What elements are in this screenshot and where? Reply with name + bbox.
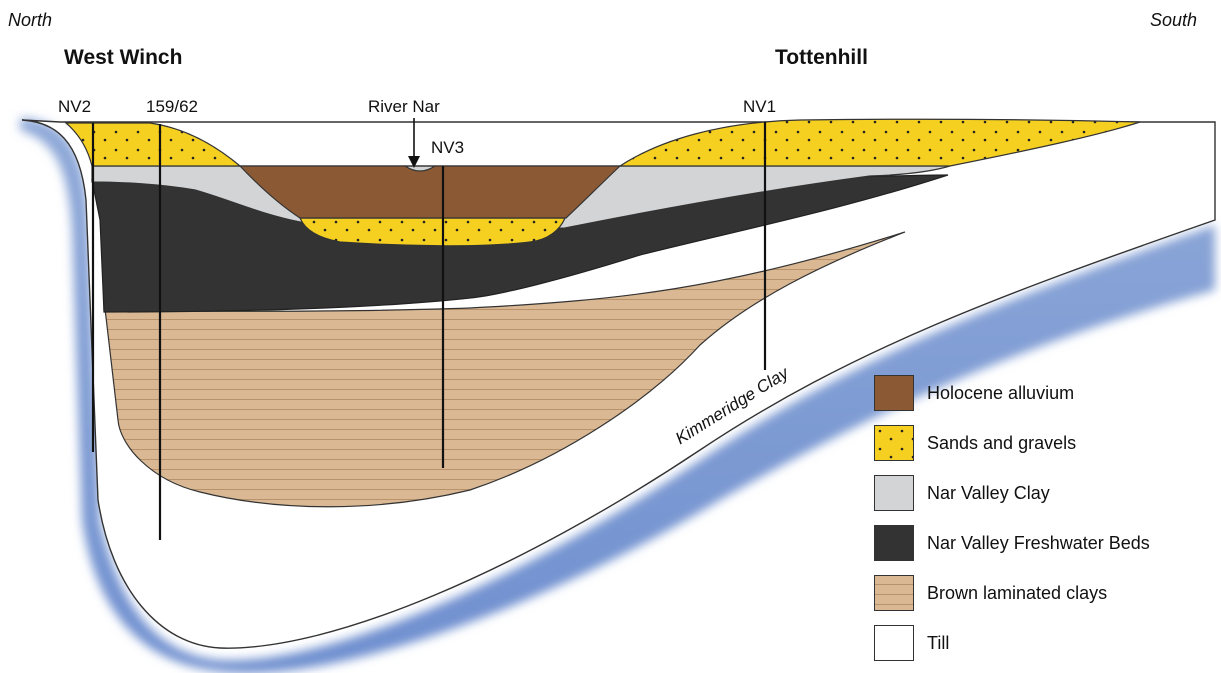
borehole-nv1-label: NV1: [743, 97, 777, 116]
legend-label: Nar Valley Freshwater Beds: [927, 532, 1150, 553]
legend-item-holocene-alluvium: Holocene alluvium: [874, 368, 1150, 418]
legend-label: Holocene alluvium: [927, 382, 1075, 403]
legend-item-sands-gravels: Sands and gravels: [874, 418, 1150, 468]
legend-item-freshwater-beds: Nar Valley Freshwater Beds: [874, 518, 1150, 568]
legend-label: Sands and gravels: [927, 432, 1077, 453]
legend-item-nar-valley-clay: Nar Valley Clay: [874, 468, 1150, 518]
holocene-alluvium-layer: [238, 165, 622, 219]
legend-swatch-freshwater-beds: [874, 525, 914, 561]
legend-swatch-nar-valley-clay: [874, 475, 914, 511]
place-west-winch: West Winch: [64, 46, 183, 69]
direction-south: South: [1150, 10, 1198, 30]
borehole-nv2-label: NV2: [58, 97, 92, 116]
legend-swatch-holocene-alluvium: [874, 375, 914, 411]
borehole-15962-label: 159/62: [146, 97, 198, 116]
sands-gravels-east: [617, 118, 1141, 167]
river-nar-label: River Nar: [368, 97, 440, 116]
kimmeridge-clay-shadow: [20, 118, 1215, 673]
legend-label: Brown laminated clays: [927, 582, 1108, 603]
legend-label: Nar Valley Clay: [927, 482, 1050, 503]
river-nar-arrow-head: [408, 156, 420, 168]
legend-label: Till: [927, 632, 950, 653]
brown-laminated-clays-layer: [103, 231, 906, 508]
legend-item-brown-laminated-clays: Brown laminated clays: [874, 568, 1150, 618]
sands-gravels-channel: [299, 217, 566, 247]
legend-item-till: Till: [874, 618, 1150, 668]
borehole-nv3-label: NV3: [431, 138, 465, 157]
sands-gravels-west: [64, 122, 242, 167]
place-tottenhill: Tottenhill: [775, 46, 868, 69]
legend-swatch-brown-laminated-clays: [874, 575, 914, 611]
legend-swatch-till: [874, 625, 914, 661]
legend-swatch-sands-gravels: [874, 425, 914, 461]
direction-north: North: [8, 10, 53, 30]
legend: Holocene alluvium Sands and gravels Nar …: [874, 368, 1150, 668]
